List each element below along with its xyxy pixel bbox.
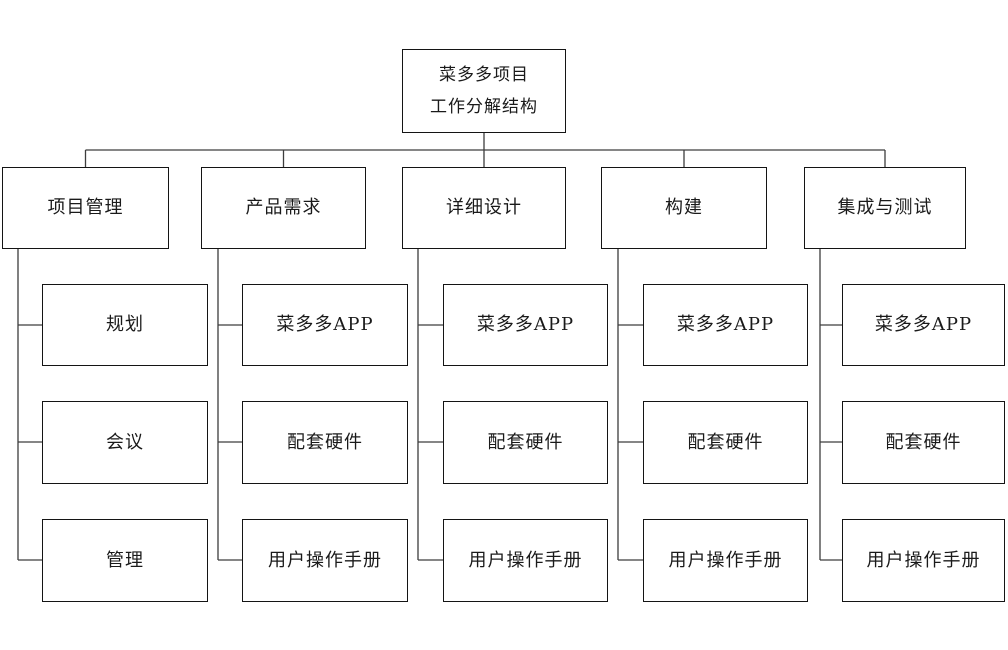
node-management: 管理 [42,519,208,602]
node-label: 配套硬件 [287,431,363,453]
node-label: 产品需求 [245,197,322,219]
node-user-manual: 用户操作手册 [443,519,608,602]
root-title-line1: 菜多多项目 [439,64,529,85]
node-label: 会议 [106,431,144,453]
node-integration-testing: 集成与测试 [804,167,966,249]
node-wbs-root: 菜多多项目 工作分解结构 [402,49,566,133]
node-product-requirements: 产品需求 [201,167,366,249]
node-label: 菜多多APP [676,314,775,336]
node-hardware: 配套硬件 [643,401,808,484]
node-label: 集成与测试 [837,197,933,219]
node-label: 管理 [106,549,144,571]
node-meetings: 会议 [42,401,208,484]
node-detailed-design: 详细设计 [402,167,566,249]
node-app: 菜多多APP [643,284,808,366]
node-user-manual: 用户操作手册 [643,519,808,602]
node-label: 菜多多APP [874,314,973,336]
node-label: 配套硬件 [885,431,962,453]
node-label: 项目管理 [47,197,124,219]
node-label: 用户操作手册 [268,549,382,571]
node-label: 详细设计 [446,197,522,219]
root-title-line2: 工作分解结构 [430,97,538,117]
node-planning: 规划 [42,284,208,366]
node-label: 用户操作手册 [866,549,981,571]
node-hardware: 配套硬件 [242,401,408,484]
node-user-manual: 用户操作手册 [842,519,1005,602]
node-label: 配套硬件 [687,431,764,453]
node-hardware: 配套硬件 [842,401,1005,484]
node-hardware: 配套硬件 [443,401,608,484]
node-label: 配套硬件 [487,431,564,453]
node-label: 菜多多APP [276,314,374,336]
node-project-management: 项目管理 [2,167,169,249]
node-user-manual: 用户操作手册 [242,519,408,602]
node-label: 用户操作手册 [468,549,583,571]
node-app: 菜多多APP [443,284,608,366]
node-app: 菜多多APP [242,284,408,366]
node-app: 菜多多APP [842,284,1005,366]
node-label: 用户操作手册 [668,549,783,571]
node-label: 构建 [665,197,703,219]
node-build: 构建 [601,167,767,249]
node-label: 菜多多APP [476,314,575,336]
node-label: 规划 [106,314,144,336]
